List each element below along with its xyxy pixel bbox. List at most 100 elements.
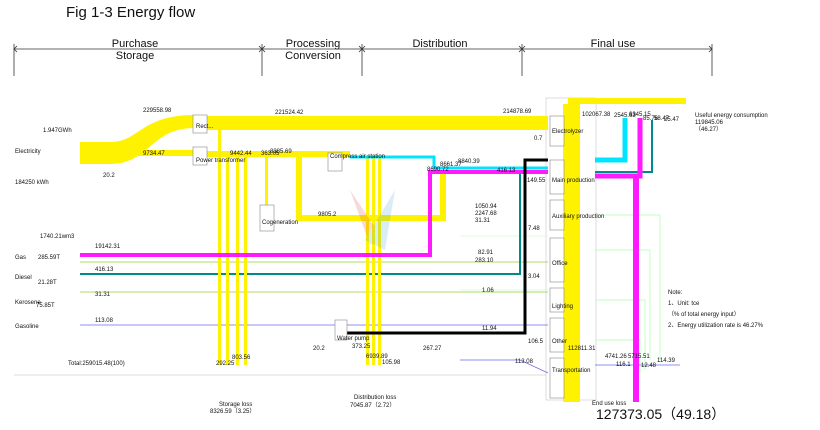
flow-electricity-in — [80, 115, 195, 164]
node-label-cogeneration: Cogeneration — [262, 220, 298, 226]
flow-gas-useful — [595, 118, 643, 179]
flow-dist-loss-2 — [372, 157, 375, 365]
node-label-water-pump: Water pump — [337, 336, 370, 342]
flow-gasoline-transport — [460, 359, 549, 374]
flow-storage-loss-4 — [244, 157, 247, 365]
flow-storage-loss-2 — [226, 157, 229, 365]
val-12-48: 12.48 — [641, 363, 657, 369]
flow-useful-yellow — [568, 98, 686, 104]
cyan-flows — [350, 118, 628, 170]
val-8840: 8840.39 — [458, 159, 480, 165]
val-416-a: 416.13 — [95, 267, 114, 273]
val-9805: 9805.2 — [318, 212, 337, 218]
val-6939: 6939.89 — [366, 354, 388, 360]
val-2247: 2247.68 — [475, 211, 497, 217]
stage-purchase-storage: Purchase Storage — [111, 38, 159, 62]
distribution-loss-value: 7045.87（2.72） — [350, 402, 395, 409]
val-221524: 221524.42 — [275, 110, 304, 116]
node-other — [549, 317, 565, 353]
node-auxiliary — [549, 199, 565, 231]
useful-energy-label: Useful energy consumption 119845.06 （46.… — [695, 113, 768, 133]
watermark-mark-red — [350, 190, 380, 245]
val-112811: 112811.31 — [568, 346, 596, 352]
val-113-08-b: 113.08 — [515, 359, 534, 365]
node-label-transformer: Power transformer — [196, 158, 245, 164]
stage-dividers — [13, 44, 713, 76]
val-267-27: 267.27 — [423, 346, 442, 352]
val-229558: 229558.98 — [143, 108, 172, 114]
src-total: Total:259015.48(100) — [68, 361, 125, 367]
flow-diesel-out — [595, 120, 653, 173]
flow-electricity-lower — [80, 150, 195, 156]
val-283-10: 283.10 — [475, 258, 494, 264]
flow-transformer-out — [195, 151, 350, 157]
val-106-5: 106.5 — [528, 339, 544, 345]
flow-black — [345, 158, 548, 335]
val-373-25: 373.25 — [352, 344, 371, 350]
flow-gas-main — [80, 170, 548, 257]
val-20-2-a: 20.2 — [103, 173, 115, 179]
node-rect — [192, 114, 208, 134]
src-electricity-gwh: 1.947GWh — [43, 128, 72, 134]
val-11-94: 11.94 — [482, 326, 497, 332]
src-diesel: Diesel — [15, 275, 32, 281]
node-lighting — [549, 287, 565, 313]
node-compress — [327, 152, 343, 172]
val-8690: 8690.72 — [427, 167, 449, 173]
val-105-98: 105.98 — [382, 360, 401, 366]
flow-rect-to-electrolyzer — [195, 116, 548, 130]
val-149-55: 149.55 — [527, 178, 546, 184]
val-9442: 9442.44 — [230, 151, 252, 157]
stage-final-use: Final use — [590, 38, 636, 50]
src-diesel-amount: 21.28T — [38, 280, 57, 286]
flow-endloss-yellow-b — [563, 104, 568, 402]
flow-storage-loss-1 — [218, 130, 221, 365]
flow-office-out — [595, 249, 651, 360]
val-0-7: 0.7 — [534, 136, 543, 142]
src-gas-amount: 285.59T — [38, 255, 60, 261]
src-gas-volume: 1740.21wm3 — [40, 234, 75, 240]
val-1050: 1050.94 — [475, 204, 497, 210]
val-31-31-b: 31.31 — [475, 218, 491, 224]
labels: Electricity 1.947GWh 184250 kWh Gas 285.… — [15, 108, 680, 415]
flow-dist-loss-3 — [378, 157, 381, 365]
src-gas: Gas — [15, 255, 26, 261]
val-6345: 6345.15 — [629, 112, 651, 118]
val-1-06: 1.06 — [482, 288, 494, 294]
watermark-mark-blue — [365, 190, 395, 250]
val-116-1: 116.1 — [616, 362, 631, 368]
flow-compress-down — [296, 151, 302, 221]
val-8385: 8385.69 — [270, 149, 292, 155]
val-363: 363.05 — [261, 151, 280, 157]
node-transformer — [192, 146, 208, 166]
stage-processing-conversion: Processing Conversion — [285, 38, 341, 62]
val-9734: 9734.47 — [143, 151, 165, 157]
node-label-auxiliary: Auxiliary production — [552, 214, 604, 220]
node-boxes — [192, 114, 565, 399]
val-7-48: 7.48 — [528, 226, 540, 232]
val-25-47: 25.47 — [664, 117, 680, 123]
src-gasoline: Gasoline — [15, 324, 39, 330]
black-flows — [345, 158, 548, 335]
val-214878: 214878.69 — [503, 109, 532, 115]
flow-endloss-yellow — [568, 104, 580, 402]
node-label-rect: Rect... — [196, 124, 214, 130]
flow-light-out — [595, 299, 646, 370]
val-85-76: 85.76 — [643, 116, 659, 122]
val-82-91: 82.91 — [478, 250, 494, 256]
end-use-loss-value: 127373.05（49.18） — [596, 406, 726, 422]
flow-to-main-yellow — [296, 215, 446, 221]
figure-title: Fig 1-3 Energy flow — [66, 4, 196, 21]
val-102067: 102067.38 — [582, 112, 611, 118]
node-main-production — [549, 159, 565, 195]
flow-dist-loss-1 — [366, 157, 369, 365]
val-416-b: 416.13 — [497, 168, 516, 174]
flow-other-out — [595, 339, 641, 372]
node-label-other: Other — [552, 339, 567, 345]
val-2545: 2545.63 — [614, 113, 636, 119]
flow-storage-loss-3 — [236, 157, 239, 365]
node-label-transportation: Transportation — [552, 368, 590, 374]
stage-arrowheads — [13, 45, 713, 53]
val-4741: 4741.26 — [605, 354, 627, 360]
